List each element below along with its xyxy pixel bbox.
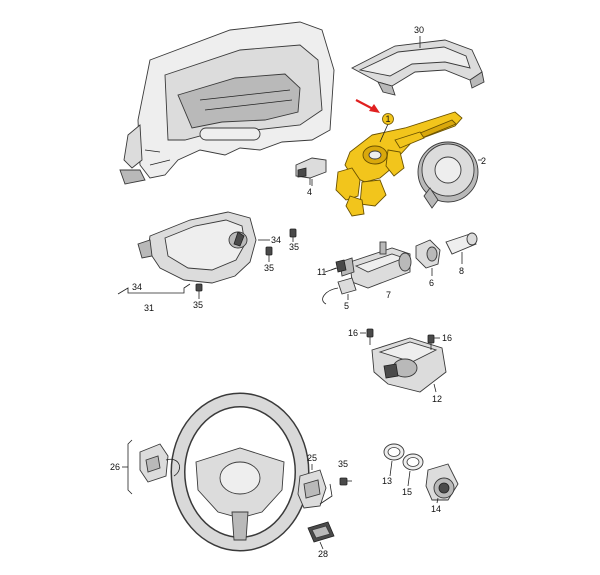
- part-15-ring: [402, 453, 424, 471]
- callout-35d: 35: [338, 459, 348, 469]
- callout-28: 28: [318, 549, 328, 559]
- callout-35b: 35: [264, 263, 274, 273]
- callout-26: 26: [110, 462, 120, 472]
- screw-35-wheel: [339, 477, 352, 486]
- callout-7: 7: [386, 290, 391, 300]
- part-11-clip: [330, 259, 347, 273]
- part-5-sensor: [322, 277, 357, 305]
- highlight-arrow: [355, 99, 380, 113]
- callout-31: 31: [144, 303, 154, 313]
- part-2-clock-spring: [417, 141, 482, 209]
- screw-35-upper: [289, 228, 297, 242]
- callout-35c: 35: [193, 300, 203, 310]
- callout-1: 1: [386, 114, 391, 124]
- callout-1-badge: [382, 113, 394, 125]
- part-14-cap: [425, 463, 459, 501]
- callout-16b: 16: [442, 333, 452, 343]
- part-30-upper-trim: [351, 36, 485, 96]
- callout-34b: 34: [132, 282, 142, 292]
- part-6-lock-cylinder: [415, 239, 441, 276]
- callout-25: 25: [307, 453, 317, 463]
- part-25-switch: [297, 469, 333, 509]
- callout-11: 11: [317, 267, 326, 277]
- callout-12: 12: [432, 394, 442, 404]
- callout-8: 8: [459, 266, 464, 276]
- part-28-switch: [307, 521, 335, 543]
- callout-35a: 35: [289, 242, 299, 252]
- part-1-combination-switch: [335, 111, 463, 217]
- bracket-34-31: [117, 283, 191, 295]
- leader-lines: [122, 179, 440, 550]
- part-31-lower-trim: [137, 211, 257, 284]
- steering-wheel: [170, 392, 310, 552]
- part-4-bracket: [295, 157, 327, 185]
- part-8-cap: [445, 232, 478, 264]
- part-26-paddle: [139, 443, 180, 483]
- callout-2: 2: [481, 156, 486, 166]
- screw-16-left: [366, 328, 374, 345]
- callout-labels: 30 1 2 4 34 35 35 34 31 35 11 5 7 6 8 16…: [110, 25, 486, 559]
- callout-6: 6: [429, 278, 434, 288]
- part-12-switch-module: [371, 337, 447, 393]
- callout-5: 5: [344, 301, 349, 311]
- callout-13: 13: [382, 476, 392, 486]
- callout-30: 30: [414, 25, 424, 35]
- screw-35-middle: [265, 246, 273, 262]
- dashboard-carrier: [119, 21, 335, 185]
- screw-35-lower: [195, 283, 203, 299]
- part-13-ring: [383, 443, 405, 461]
- callout-16a: 16: [348, 328, 358, 338]
- callout-15: 15: [402, 487, 412, 497]
- callout-34a: 34: [271, 235, 281, 245]
- screw-16-right: [427, 334, 435, 350]
- bracket-26: [127, 439, 133, 495]
- callout-4: 4: [307, 187, 312, 197]
- callout-14: 14: [431, 504, 441, 514]
